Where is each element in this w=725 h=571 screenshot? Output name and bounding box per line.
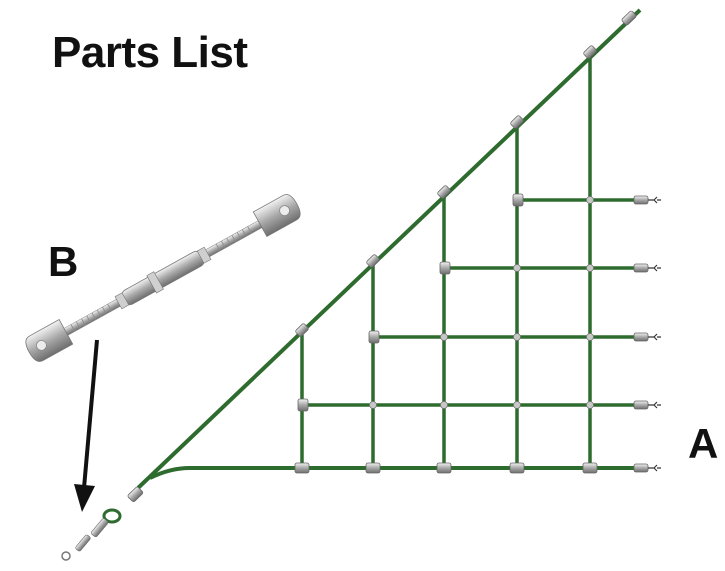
arrow-icon — [74, 339, 99, 512]
part-b-label: B — [48, 238, 79, 285]
part-a-label: A — [688, 420, 719, 467]
hook-icon — [633, 195, 661, 205]
cargo-net-icon — [61, 8, 661, 561]
hook-icon — [633, 400, 661, 410]
hook-icon — [61, 518, 109, 561]
turnbuckle-icon — [25, 194, 301, 362]
hook-icon — [633, 332, 661, 342]
page-title: Parts List — [52, 28, 248, 77]
hook-icon — [633, 263, 661, 273]
hook-icon — [633, 463, 661, 473]
